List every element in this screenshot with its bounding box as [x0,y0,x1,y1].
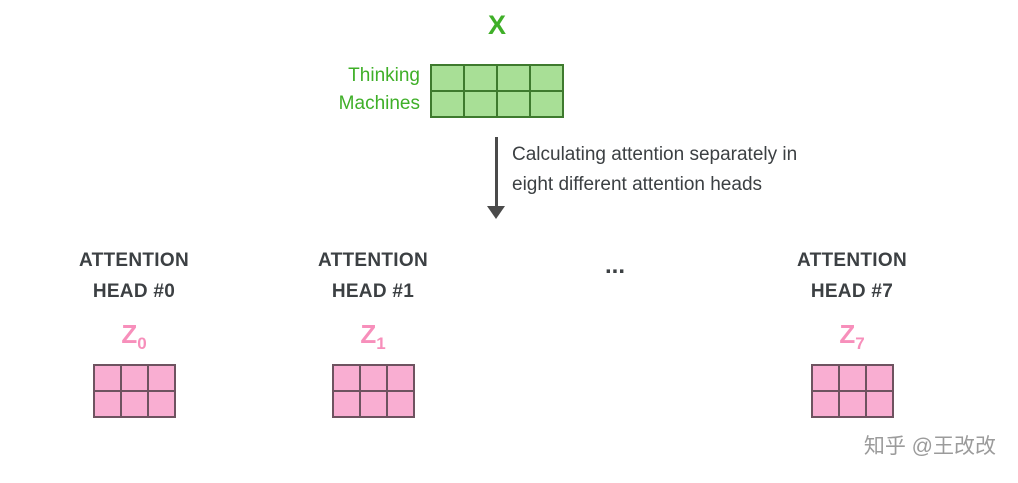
z1-matrix-grid [331,364,415,419]
input-word-thinking: Thinking [348,65,420,86]
matrix-cell [360,392,386,417]
attention-head-1-title-line1: ATTENTION [317,250,428,271]
matrix-cell [432,92,463,116]
down-arrow-head-icon [487,206,505,219]
matrix-cell [148,392,174,417]
z0-label-base: Z [121,319,138,349]
matrix-cell [839,366,865,391]
heads-ellipsis: ... [604,252,625,279]
arrow-caption-line1: Calculating attention separately in [512,144,798,165]
matrix-cell [333,366,359,391]
input-word-machines: Machines [338,93,420,114]
z0-label-subscript: 0 [137,334,147,354]
matrix-cell [812,366,838,391]
x-matrix-grid [430,64,564,118]
matrix-cell [148,366,174,391]
matrix-cell [531,66,562,90]
matrix-cell [387,366,413,391]
matrix-cell [866,366,892,391]
watermark: 知乎 @王改改 [863,435,996,458]
matrix-cell [531,92,562,116]
attention-head-1-title: ATTENTION HEAD #1 [273,245,473,307]
attention-head-1: ATTENTION HEAD #1 Z1 [273,245,473,419]
attention-head-0-title: ATTENTION HEAD #0 [34,245,234,307]
matrix-cell [812,392,838,417]
matrix-cell [498,92,529,116]
attention-head-7-title-line2: HEAD #7 [810,281,894,302]
attention-head-7: ATTENTION HEAD #7 Z7 [752,245,952,419]
attention-head-0-title-line1: ATTENTION [78,250,189,271]
arrow-caption-line2: eight different attention heads [512,174,763,195]
z7-label-base: Z [839,319,856,349]
z1-label-base: Z [360,319,377,349]
matrix-cell [432,66,463,90]
matrix-cell [839,392,865,417]
z7-label: Z7 [752,319,952,354]
matrix-cell [465,66,496,90]
attention-head-0-title-line2: HEAD #0 [92,281,176,302]
x-matrix-label: X [487,10,506,40]
matrix-cell [333,392,359,417]
z0-label: Z0 [34,319,234,354]
matrix-cell [94,392,120,417]
attention-head-0: ATTENTION HEAD #0 Z0 [34,245,234,419]
z1-label: Z1 [273,319,473,354]
input-words-label: Thinking Machines [290,62,420,118]
z7-matrix-grid [810,364,894,419]
matrix-cell [866,392,892,417]
attention-head-7-title-line1: ATTENTION [796,250,907,271]
attention-head-1-title-line2: HEAD #1 [331,281,415,302]
matrix-cell [360,366,386,391]
z0-matrix-grid [92,364,176,419]
down-arrow-line [495,137,498,208]
matrix-cell [94,366,120,391]
matrix-cell [121,366,147,391]
arrow-caption: Calculating attention separately in eigh… [512,140,797,200]
matrix-cell [498,66,529,90]
matrix-cell [121,392,147,417]
matrix-cell [387,392,413,417]
z1-label-subscript: 1 [376,334,386,354]
attention-head-7-title: ATTENTION HEAD #7 [752,245,952,307]
z7-label-subscript: 7 [855,334,865,354]
matrix-cell [465,92,496,116]
